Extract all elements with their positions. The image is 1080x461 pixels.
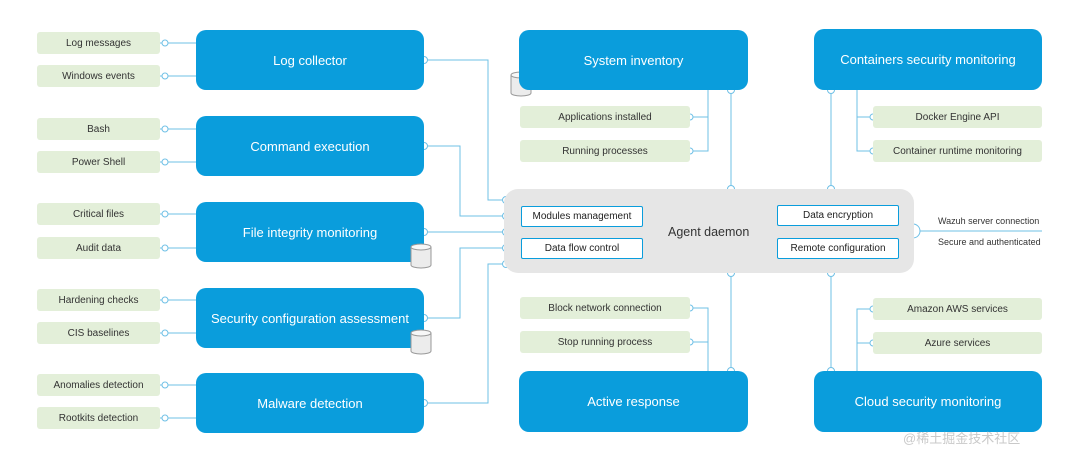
module-label: Security configuration assessment [211,310,409,326]
leaf-label: Hardening checks [58,294,139,306]
leaf-label: CIS baselines [67,327,130,339]
leaf-applications-installed: Applications installed [520,106,690,128]
module-system-inventory: System inventory [519,30,748,90]
module-label: Log collector [273,52,347,68]
chip-label: Remote configuration [790,243,886,254]
leaf-label: Power Shell [71,156,126,168]
leaf-block-network-connection: Block network connection [520,297,690,319]
module-active-response: Active response [519,371,748,432]
leaf-log-messages: Log messages [37,32,160,54]
module-command-execution: Command execution [196,116,424,176]
leaf-docker-engine-api: Docker Engine API [873,106,1042,128]
module-file-integrity-monitoring: File integrity monitoring [196,202,424,262]
module-label: Command execution [250,138,370,154]
leaf-running-processes: Running processes [520,140,690,162]
chip-data-flow-control: Data flow control [521,238,643,259]
agent-daemon-title: Agent daemon [668,225,750,239]
leaf-label: Rootkits detection [58,412,139,424]
leaf-label: Audit data [75,242,122,254]
leaf-label: Log messages [65,37,132,49]
leaf-label: Container runtime monitoring [893,145,1022,157]
watermark: @稀土掘金技术社区 [903,431,1021,446]
leaf-label: Stop running process [557,336,653,348]
chip-label: Modules management [532,211,632,222]
chip-remote-configuration: Remote configuration [777,238,899,259]
module-containers-security-monitoring: Containers security monitoring [814,29,1042,90]
leaf-anomalies-detection: Anomalies detection [37,374,160,396]
leaf-amazon-aws-services: Amazon AWS services [873,298,1042,320]
module-malware-detection: Malware detection [196,373,424,433]
leaf-label: Azure services [924,337,991,349]
module-security-configuration-assessment: Security configuration assessment [196,288,424,348]
database-icon [410,243,432,269]
leaf-azure-services: Azure services [873,332,1042,354]
leaf-critical-files: Critical files [37,203,160,225]
chip-modules-management: Modules management [521,206,643,227]
secure-authenticated-label: Secure and authenticated [938,237,1041,247]
leaf-label: Critical files [72,208,125,220]
chip-label: Data flow control [544,243,620,254]
leaf-label: Windows events [62,70,135,82]
leaf-label: Bash [87,123,110,135]
chip-data-encryption: Data encryption [777,205,899,226]
leaf-rootkits-detection: Rootkits detection [37,407,160,429]
leaf-label: Applications installed [558,111,652,123]
leaf-label: Docker Engine API [915,111,1000,123]
server-connection-label: Wazuh server connection [938,216,1040,226]
leaf-label: Anomalies detection [53,379,144,391]
module-label: Malware detection [257,395,363,411]
leaf-stop-running-process: Stop running process [520,331,690,353]
leaf-label: Block network connection [548,302,662,314]
leaf-label: Amazon AWS services [907,303,1008,315]
agent-daemon [504,189,914,273]
leaf-label: Running processes [562,145,648,157]
leaf-windows-events: Windows events [37,65,160,87]
leaf-audit-data: Audit data [37,237,160,259]
leaf-hardening-checks: Hardening checks [37,289,160,311]
module-label: Active response [587,394,680,409]
leaf-power-shell: Power Shell [37,151,160,173]
leaf-bash: Bash [37,118,160,140]
module-label: File integrity monitoring [242,224,378,240]
leaf-container-runtime-monitoring: Container runtime monitoring [873,140,1042,162]
module-log-collector: Log collector [196,30,424,90]
module-cloud-security-monitoring: Cloud security monitoring [814,371,1042,432]
module-label: System inventory [583,52,684,68]
module-label: Cloud security monitoring [854,394,1002,409]
module-label: Containers security monitoring [840,52,1016,67]
leaf-cis-baselines: CIS baselines [37,322,160,344]
database-icon [410,329,432,355]
chip-label: Data encryption [802,210,874,221]
